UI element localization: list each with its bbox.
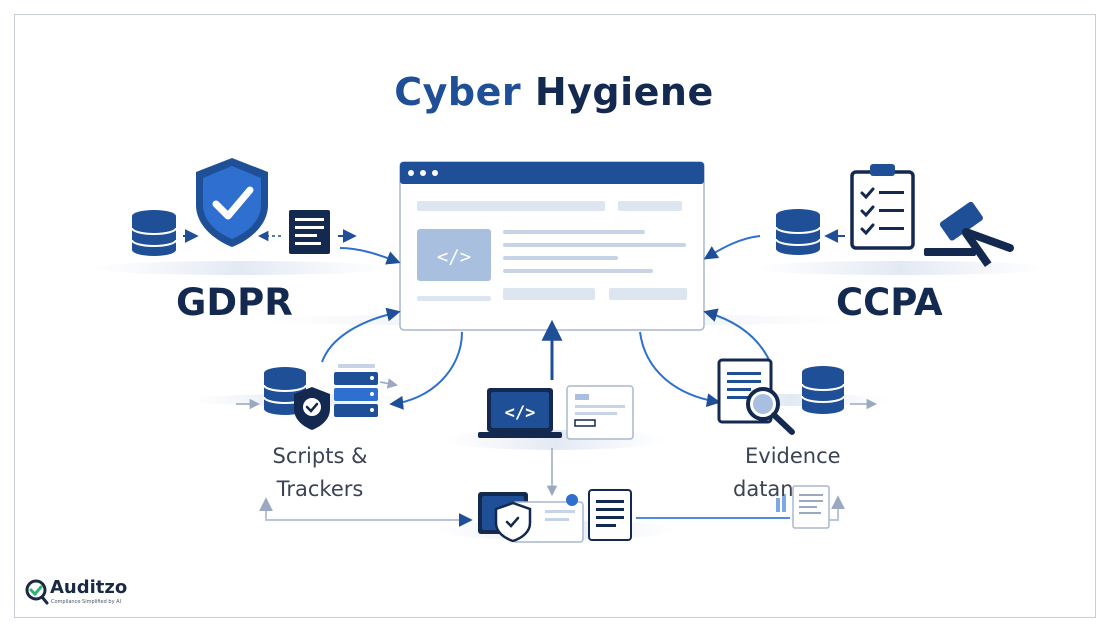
evidence-label-line1: Evidence <box>745 444 841 468</box>
ccpa-to-browser-arrow <box>703 235 761 260</box>
clipboard-checklist-icon <box>850 164 915 250</box>
evidence-up-arrow <box>703 308 771 363</box>
ccpa-label: CCPA <box>836 281 943 324</box>
shield-check-icon <box>294 387 330 430</box>
laptop-icon <box>478 388 562 438</box>
page-title: Cyber Hygiene <box>0 70 1108 114</box>
document-icon <box>289 210 330 254</box>
evidence-label-line2: datan <box>733 477 794 501</box>
gdpr-ground <box>90 261 390 275</box>
laptop-code-icon: </> <box>505 403 536 423</box>
server-icon <box>334 364 378 417</box>
database-icon <box>131 210 177 256</box>
scripts-trackers-label: Scripts & Trackers <box>255 440 385 506</box>
database-icon <box>775 209 821 255</box>
database-icon <box>801 366 845 414</box>
magnifier-icon <box>746 387 795 435</box>
logo-tagline: Compliance Simplified by AI <box>51 599 122 605</box>
scripts-up-arrow <box>321 307 401 363</box>
browser-to-scripts-arrow <box>389 331 463 410</box>
browser-to-evidence-arrow <box>639 331 721 408</box>
title-word-hygiene: Hygiene <box>534 70 714 114</box>
scripts-side-arrow <box>379 378 399 389</box>
ccpa-ground <box>750 261 1050 275</box>
evidence-bottom-arrow <box>826 495 845 521</box>
form-document-icon <box>566 385 634 440</box>
scripts-label-line1: Scripts & <box>272 444 368 468</box>
logo-icon <box>25 579 49 605</box>
shield-check-icon <box>494 501 532 543</box>
gdpr-label: GDPR <box>176 281 293 324</box>
logo-name: Auditzo <box>50 577 128 598</box>
scripts-label-line2: Trackers <box>276 477 364 501</box>
gdpr-to-browser-arrow <box>339 247 401 265</box>
title-word-cyber: Cyber <box>394 70 522 114</box>
document-icon <box>776 485 830 529</box>
code-icon: </> <box>437 246 471 268</box>
scripts-bottom-arrow <box>259 497 473 527</box>
evidence-data-label: Evidence datan <box>728 440 848 506</box>
gavel-icon <box>924 201 1014 267</box>
browser-window-icon <box>399 161 705 331</box>
shield-check-icon <box>196 158 268 247</box>
